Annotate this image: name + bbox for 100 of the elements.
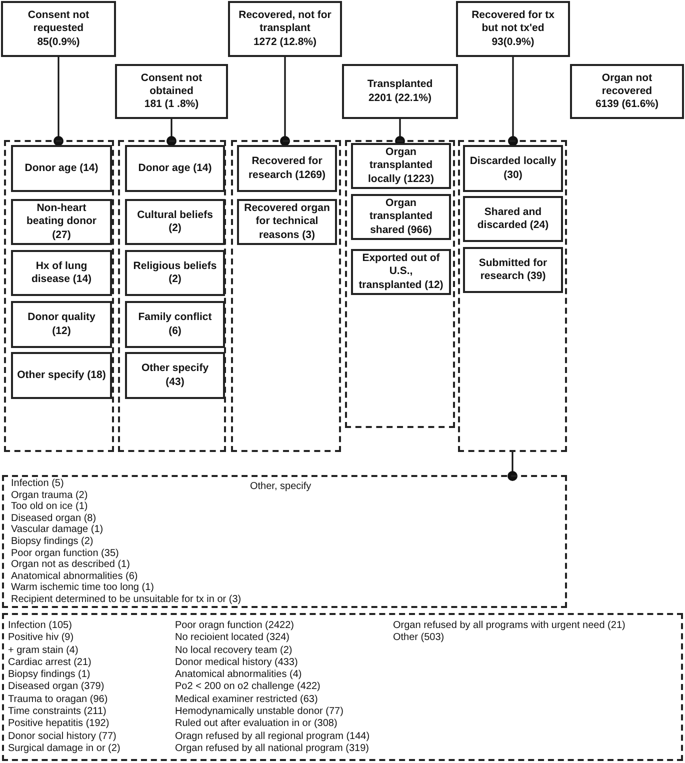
list-item: Poor organ function (35) xyxy=(11,548,120,560)
process-box xyxy=(351,249,451,295)
box-label: Shared and discarded (24) xyxy=(476,206,550,232)
list-item: Po2 < 200 on o2 challenge (422) xyxy=(175,681,322,694)
process-box xyxy=(570,64,684,119)
group-frame xyxy=(4,140,114,452)
group-frame xyxy=(2,613,683,761)
process-box xyxy=(125,352,225,399)
process-box xyxy=(237,199,337,245)
list-item: Other (503) xyxy=(393,632,446,645)
list-item: Positive hiv (9) xyxy=(8,632,75,645)
process-box xyxy=(125,199,225,245)
box-label: 93(0.9%) xyxy=(492,36,534,49)
list-item: Medical examiner restricted (63) xyxy=(175,694,319,706)
list-item: Infection (5) xyxy=(11,478,65,490)
list-item: Anatomical abnormalities (4) xyxy=(175,669,303,682)
connector-line xyxy=(166,119,176,146)
list-item: Too old on ice (1) xyxy=(11,501,89,513)
connector-line xyxy=(508,452,518,481)
box-label: Recovered organ for technical reasons (3) xyxy=(243,202,331,242)
list-item: Donor social history (77) xyxy=(8,730,118,743)
box-label: 2201 (22.1%) xyxy=(368,92,432,105)
list-item: Ruled out after evaluation in or (308) xyxy=(175,718,338,731)
list-item: No local recovery team (2) xyxy=(175,644,294,657)
box-label: Exported out of U.S., transplanted (12) xyxy=(358,252,444,292)
group-frame xyxy=(118,140,226,452)
group-frame xyxy=(345,140,455,428)
process-box xyxy=(228,1,342,57)
list-item: Biopsy findings (2) xyxy=(11,536,94,548)
box-label: Other specify (18) xyxy=(17,368,106,382)
process-box xyxy=(11,352,112,399)
process-box xyxy=(125,145,225,192)
list-item: Trauma to oragan (96) xyxy=(8,694,109,706)
process-box xyxy=(125,250,225,296)
box-label: Organ transplanted shared (966) xyxy=(368,197,434,237)
box-label: Recovered for research (1269) xyxy=(247,155,327,182)
list-item: + gram stain (4) xyxy=(8,644,80,657)
group-heading: Other, specify xyxy=(250,481,312,494)
box-label: Submitted for research (39) xyxy=(478,256,548,284)
process-box xyxy=(463,247,563,293)
box-label: 6139 (61.6%) xyxy=(595,98,659,112)
box-label: Donor age (14) xyxy=(138,162,212,176)
box-label: Organ not recovered xyxy=(600,72,654,98)
box-label: Transplanted xyxy=(367,78,433,92)
process-box xyxy=(351,143,451,189)
list-item: Infection (105) xyxy=(8,620,73,632)
process-box xyxy=(11,250,112,296)
process-box xyxy=(237,145,337,192)
connector-line xyxy=(280,57,290,146)
box-label: Consent not requested xyxy=(26,9,90,36)
list-item: Warm ischemic time too long (1) xyxy=(11,582,155,594)
list-item: Diseased organ (8) xyxy=(11,512,98,524)
list-item: Anatomical abnormalities (6) xyxy=(11,570,139,582)
process-box xyxy=(1,1,116,57)
box-label: Cultural beliefs (2) xyxy=(136,208,214,236)
process-box xyxy=(11,199,112,245)
list-item: Poor oragn function (2422) xyxy=(175,620,295,632)
list-item: Oragn refused by all regional program (144) xyxy=(175,730,370,743)
group-frame xyxy=(231,140,341,452)
box-label: Other specify (43) xyxy=(140,362,210,389)
group-frame xyxy=(2,475,567,608)
box-label: Recovered for tx but not tx'ed xyxy=(470,9,556,36)
list-item: Organ refused by all programs with urgent need (21) xyxy=(393,620,626,632)
box-label: 85(0.9%) xyxy=(37,36,80,49)
list-item: Vascular damage (1) xyxy=(11,524,104,536)
process-box xyxy=(463,196,563,242)
box-label: Organ transplanted locally (1223) xyxy=(367,146,435,186)
process-box xyxy=(342,64,458,119)
connector-line xyxy=(395,119,405,146)
box-label: Donor age (14) xyxy=(24,162,98,176)
box-label: Discarded locally (30) xyxy=(469,155,557,182)
process-box xyxy=(125,301,225,348)
list-item: Organ not as described (1) xyxy=(11,559,131,571)
box-label: Recovered, not for transplant xyxy=(238,9,332,36)
list-item: Organ refused by all national program (319) xyxy=(175,742,370,756)
connector-line xyxy=(508,57,518,146)
list-item: Time constraints (211) xyxy=(8,706,108,718)
list-item: Biopsy findings (1) xyxy=(8,669,92,682)
list-item: Surgical damage in or (2) xyxy=(8,742,120,756)
list-item: Recipient determined to be unsuitable for tx in or (3) xyxy=(11,594,242,606)
box-label: Family conflict (6) xyxy=(137,311,213,338)
box-label: Non-heart beating donor (27) xyxy=(26,202,98,242)
connector-line xyxy=(54,57,64,146)
box-label: 181 (1 .8%) xyxy=(144,98,199,112)
box-label: Donor quality (12) xyxy=(26,311,96,338)
process-box xyxy=(463,145,563,192)
process-box xyxy=(456,1,570,57)
box-label: 1272 (12.8%) xyxy=(253,36,317,49)
list-item: Organ trauma (2) xyxy=(11,490,89,502)
box-label: Consent not obtained xyxy=(140,72,204,98)
process-box xyxy=(11,301,112,348)
process-box xyxy=(11,145,112,192)
list-item: No recioient located (324) xyxy=(175,632,291,645)
list-item: Diseased organ (379) xyxy=(8,681,106,694)
box-label: Hx of lung disease (14) xyxy=(30,260,93,286)
box-label: Religious beliefs (2) xyxy=(132,260,218,286)
group-frame xyxy=(458,140,567,452)
process-box xyxy=(351,194,451,240)
list-item: Cardiac arrest (21) xyxy=(8,656,92,670)
list-item: Donor medical history (433) xyxy=(175,656,299,670)
